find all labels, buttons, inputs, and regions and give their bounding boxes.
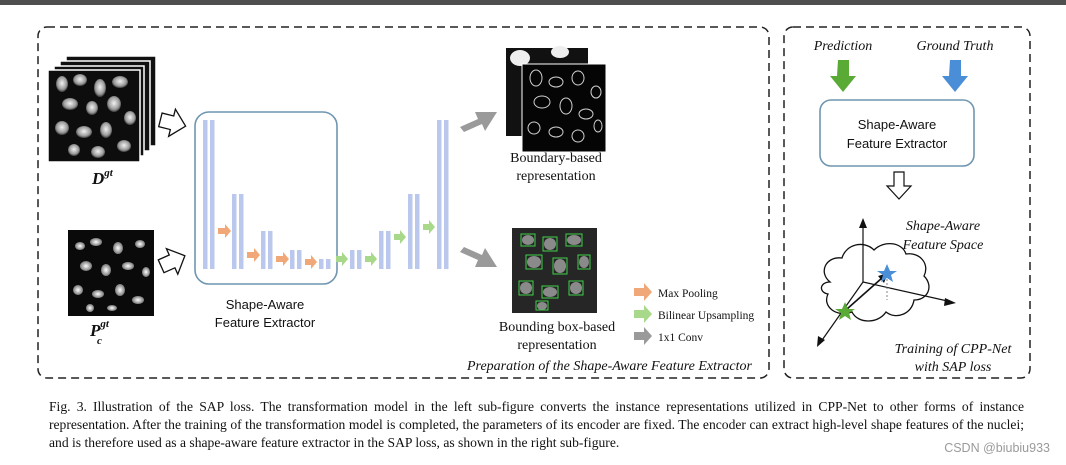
figure-caption: Fig. 3.Illustration of the SAP loss. The…	[49, 398, 1024, 452]
feature-space-line1: Shape-Aware	[906, 219, 980, 234]
d-gt-image-stack	[47, 55, 157, 163]
prediction-arrow	[830, 60, 856, 92]
right-extractor-line1: Shape-Aware	[858, 117, 937, 132]
extractor-label-line1: Shape-Aware	[226, 297, 305, 312]
legend-conv-arrow	[634, 327, 652, 345]
conv-arrow-bottom	[460, 247, 497, 267]
prediction-label: Prediction	[813, 39, 873, 54]
legend-upsampling-arrow	[634, 305, 652, 323]
prediction-star-icon	[835, 302, 855, 320]
boundary-label-line1: Boundary-based	[510, 151, 602, 166]
extractor-label-line2: Feature Extractor	[215, 315, 316, 330]
bbox-output-image	[512, 228, 597, 313]
feature-space-plot	[817, 218, 956, 347]
input-arrow-bottom	[157, 247, 186, 276]
boundary-label-line2: representation	[516, 169, 595, 184]
ground-truth-label: Ground Truth	[917, 39, 994, 54]
caption-text: Illustration of the SAP loss. The transf…	[49, 399, 1024, 450]
ground-truth-arrow	[942, 60, 968, 92]
legend-max-pooling-label: Max Pooling	[658, 288, 718, 300]
boundary-output-image	[506, 46, 607, 153]
feature-space-line2: Feature Space	[902, 238, 984, 253]
left-panel-title: Preparation of the Shape-Aware Feature E…	[466, 359, 753, 374]
watermark: CSDN @biubiu933	[944, 441, 1050, 455]
d-gt-label: Dgt	[91, 167, 114, 188]
left-panel-border	[37, 26, 770, 379]
input-arrow-top	[157, 107, 187, 138]
legend-upsampling-label: Bilinear Upsampling	[658, 310, 754, 322]
caption-label: Fig. 3.	[49, 399, 87, 414]
legend-max-pooling-arrow	[634, 283, 652, 301]
extractor-output-arrow	[885, 171, 913, 200]
ground-truth-star-icon	[877, 264, 897, 282]
max-pooling-arrows	[218, 224, 317, 269]
conv-arrow-top	[460, 112, 497, 132]
legend: Max Pooling Bilinear Upsampling 1x1 Conv	[634, 283, 754, 345]
upsampling-arrows	[336, 220, 435, 266]
feature-space-cloud	[820, 243, 930, 322]
bbox-label-line2: representation	[517, 338, 596, 353]
right-panel-border	[783, 26, 1031, 379]
training-label-line1: Training of CPP-Net	[895, 342, 1013, 357]
layer-bars	[203, 120, 449, 269]
right-extractor-line2: Feature Extractor	[847, 136, 948, 151]
legend-conv-label: 1x1 Conv	[658, 332, 703, 344]
extractor-box	[194, 111, 338, 285]
bbox-label-line1: Bounding box-based	[499, 320, 615, 335]
right-extractor-box	[819, 99, 975, 167]
training-label-line2: with SAP loss	[915, 360, 992, 375]
p-c-gt-image	[68, 230, 154, 316]
